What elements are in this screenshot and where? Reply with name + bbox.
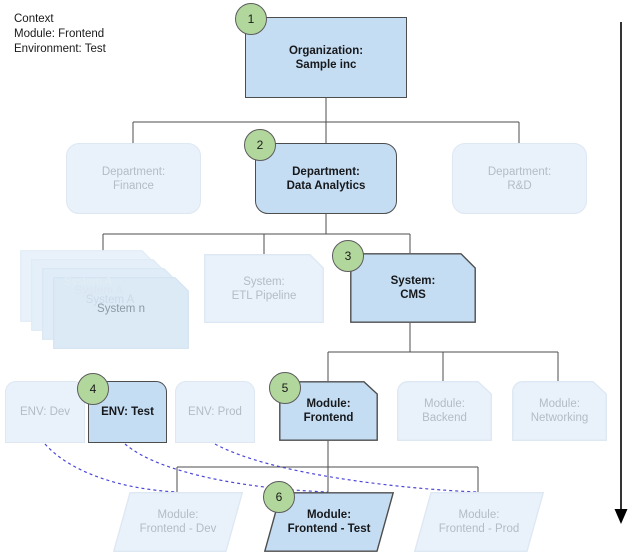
module-frontend-prod-label: Module: Frontend - Prod [438,509,520,535]
env-dev[interactable]: ENV: Dev [5,381,85,443]
module-frontend-test[interactable]: Module: Frontend - Test [264,492,394,552]
module-frontend-test-label: Module: Frontend - Test [287,509,371,535]
badge-step-3-label: 3 [344,249,352,263]
downward-flow-arrow [614,22,628,524]
context-legend: Context Module: Frontend Environment: Te… [14,13,106,55]
department-rd-label: Department: R&D [487,165,552,192]
system-shape [204,254,324,323]
badge-step-2-label: 2 [256,138,264,152]
badge-step-4: 4 [77,373,109,405]
department-data-analytics[interactable]: Department: Data Analytics [255,143,397,214]
trapezoid-shape [414,492,544,552]
env-prod[interactable]: ENV: Prod [175,381,255,443]
organization-sample-inc-label: Organization: Sample inc [288,44,364,71]
module-backend-label: Module: Backend [422,398,467,424]
module-frontend-label: Module: Frontend [303,398,354,424]
module-shape [397,381,492,441]
badge-step-6: 6 [263,481,295,513]
system-shape [350,253,476,323]
system-stack-card-3-label: System A [85,294,135,306]
badge-step-5: 5 [269,372,301,404]
department-rd[interactable]: Department: R&D [452,143,587,214]
badge-step-3: 3 [332,240,364,272]
module-backend[interactable]: Module: Backend [397,381,492,441]
badge-step-5-label: 5 [281,381,289,395]
system-stack-card-2-label: System A [74,285,124,297]
wire-env-prod-to-instance-prod [214,443,479,493]
department-data-analytics-label: Department: Data Analytics [286,165,366,192]
system-stack-card-top-label: System n [97,303,145,315]
department-finance-label: Department: Finance [101,165,166,192]
module-frontend-dev-label: Module: Frontend - Dev [139,509,217,535]
badge-step-1-label: 1 [247,12,255,26]
system-etl-pipeline[interactable]: System: ETL Pipeline [204,254,324,323]
system-cms-label: System: CMS [390,275,436,301]
module-frontend-prod[interactable]: Module: Frontend - Prod [414,492,544,552]
system-stack-card-top[interactable]: System n [53,277,189,349]
trapezoid-shape [264,492,394,552]
module-networking[interactable]: Module: Networking [512,381,607,441]
wire-env-test-to-instance-test [124,443,329,493]
system-stack-card-1-label: System A [63,276,113,288]
department-finance[interactable]: Department: Finance [66,143,201,214]
system-etl-pipeline-label: System: ETL Pipeline [231,275,297,302]
badge-step-4-label: 4 [89,382,97,396]
organization-sample-inc[interactable]: Organization: Sample inc [245,17,407,98]
env-dev-label: ENV: Dev [19,406,71,418]
module-shape [512,381,607,441]
env-prod-label: ENV: Prod [188,406,242,418]
badge-step-6-label: 6 [275,490,283,504]
env-test-label: ENV: Test [101,406,154,418]
badge-step-1: 1 [235,3,267,35]
module-frontend-dev[interactable]: Module: Frontend - Dev [113,492,243,552]
module-networking-label: Module: Networking [530,398,589,424]
system-cms[interactable]: System: CMS [350,253,476,323]
badge-step-2: 2 [244,129,276,161]
system-card-shape [53,277,189,349]
system-stack[interactable]: System A System A System A System n [20,250,190,350]
wire-env-dev-to-instance-dev [44,443,178,493]
module-frontend[interactable]: Module: Frontend [279,381,378,441]
trapezoid-shape [113,492,243,552]
